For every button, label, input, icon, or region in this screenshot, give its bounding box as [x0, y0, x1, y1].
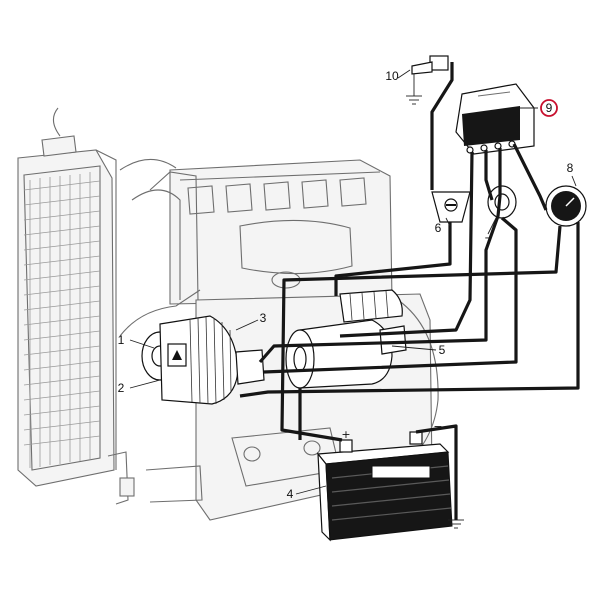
- callout-5: 5: [439, 343, 446, 357]
- callout-1: 1: [118, 333, 125, 347]
- radiator: [17, 107, 135, 505]
- battery-minus-label: −: [433, 420, 442, 433]
- callout-4: 4: [287, 487, 294, 501]
- callout-9-highlight-ring: [540, 99, 558, 117]
- wiring-harness: [239, 62, 580, 529]
- callout-9: 9: [546, 101, 553, 115]
- voltage-regulator: [455, 83, 535, 155]
- callout-2: 2: [118, 381, 125, 395]
- generator: [119, 289, 265, 405]
- callout-8: 8: [567, 161, 574, 175]
- battery-plus-label: +: [341, 428, 350, 441]
- callout-3: 3: [260, 311, 267, 325]
- callout-7: 7: [485, 235, 492, 249]
- oil-pressure-switch: [406, 55, 449, 105]
- callout-6: 6: [435, 221, 442, 235]
- ignition-switch: [431, 191, 471, 223]
- callout-10: 10: [385, 69, 399, 83]
- leader-lines: [129, 69, 577, 495]
- warning-lamp: [487, 185, 517, 219]
- ammeter-gauge: [545, 185, 587, 227]
- battery: [316, 431, 453, 542]
